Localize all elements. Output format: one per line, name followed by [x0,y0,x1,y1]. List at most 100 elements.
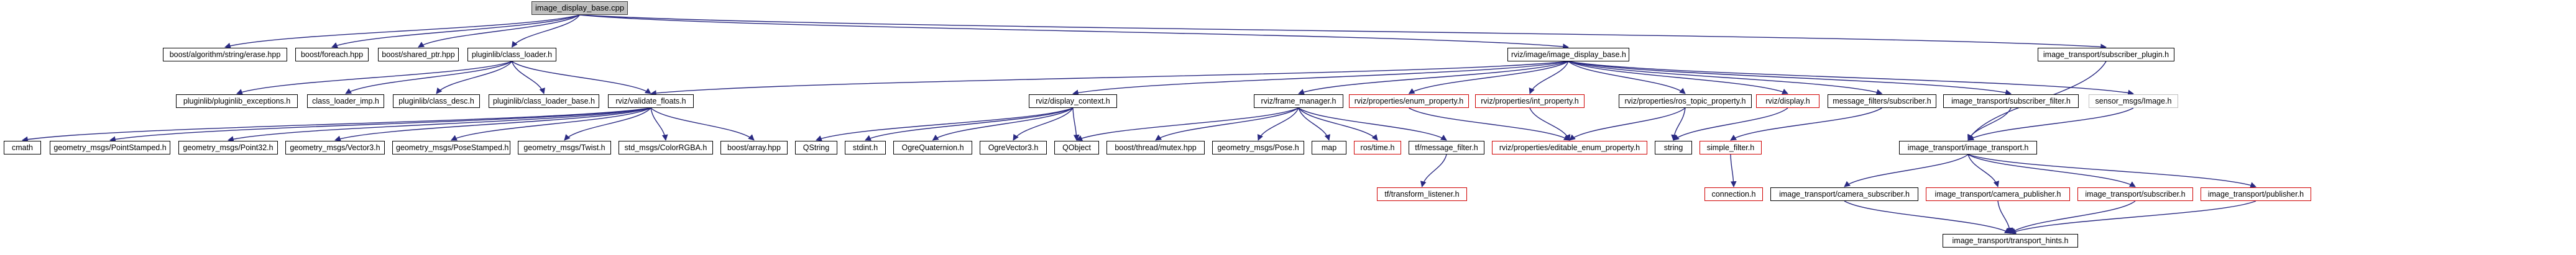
graph-node[interactable]: rviz/display_context.h [1029,94,1117,108]
graph-edge [1844,154,1969,187]
graph-edge [2010,200,2256,235]
graph-edge [1569,107,1686,141]
graph-edge [650,107,668,141]
graph-node[interactable]: boost/thread/mutex.hpp [1106,141,1205,154]
graph-node[interactable]: geometry_msgs/Vector3.h [285,141,385,154]
graph-node[interactable]: geometry_msgs/PointStamped.h [50,141,170,154]
graph-node[interactable]: image_transport/camera_subscriber.h [1770,187,1918,201]
graph-node[interactable]: rviz/validate_floats.h [608,94,694,108]
graph-edge [1997,200,2013,234]
graph-edge [512,61,651,94]
graph-node[interactable]: connection.h [1704,187,1763,201]
graph-edge [1967,107,2134,141]
graph-edge [109,107,651,143]
graph-edge [1409,107,1570,141]
graph-node[interactable]: pluginlib/class_desc.h [393,94,480,108]
graph-edge [418,14,580,48]
graph-edge [224,14,580,49]
graph-edge [1072,61,1569,96]
graph-edge [1155,107,1299,141]
graph-edge [511,14,581,48]
graph-edge [1844,200,2011,234]
graph-node[interactable]: geometry_msgs/Point32.h [178,141,278,154]
graph-edge [1076,107,1299,141]
graph-edge [579,14,2107,50]
graph-edge [564,107,651,141]
graph-node[interactable]: boost/array.hpp [720,141,788,154]
graph-node[interactable]: rviz/image/image_display_base.h [1507,48,1629,61]
graph-node[interactable]: geometry_msgs/Twist.h [518,141,611,154]
graph-edge [334,107,651,142]
graph-node[interactable]: geometry_msgs/PoseStamped.h [392,141,510,154]
graph-edge [650,107,755,141]
graph-node[interactable]: rviz/display.h [1756,94,1819,108]
graph-node[interactable]: rviz/properties/int_property.h [1475,94,1585,108]
graph-node[interactable]: geometry_msgs/Pose.h [1212,141,1304,154]
graph-edge [1673,107,1788,141]
graph-node[interactable]: rviz/properties/enum_property.h [1349,94,1469,108]
graph-node[interactable]: QObject [1054,141,1099,154]
graph-edge [1568,61,1686,94]
graph-node[interactable]: sensor_msgs/Image.h [2089,94,2178,108]
graph-node[interactable]: rviz/frame_manager.h [1254,94,1343,108]
graph-node[interactable]: QString [795,141,837,154]
graph-node[interactable]: message_filters/subscriber.h [1828,94,1936,108]
graph-node[interactable]: image_transport/publisher.h [2201,187,2311,201]
graph-node[interactable]: boost/shared_ptr.hpp [378,48,459,61]
graph-edge [1298,107,1378,141]
graph-edge [1257,107,1299,141]
graph-edge [865,107,1074,141]
graph-node[interactable]: tf/transform_listener.h [1377,187,1467,201]
graph-edge [1568,61,2134,96]
graph-node[interactable]: image_transport/transport_hints.h [1943,234,2078,248]
graph-node[interactable]: OgreQuaternion.h [893,141,972,154]
graph-edge [345,61,512,94]
graph-node[interactable]: map [1312,141,1346,154]
graph-node[interactable]: image_transport/camera_publisher.h [1926,187,2070,201]
graph-edge [1967,107,2012,141]
graph-edge [1730,154,1737,187]
graph-edge [932,107,1074,141]
graph-node[interactable]: pluginlib/pluginlib_exceptions.h [176,94,298,108]
graph-edge [2010,200,2136,234]
graph-edge [236,61,512,95]
graph-node[interactable]: image_transport/image_transport.h [1899,141,2037,154]
graph-edge [1568,61,1788,94]
graph-node[interactable]: image_transport/subscriber_filter.h [1943,94,2079,108]
graph-edge [1420,154,1447,187]
graph-node[interactable]: image_transport/subscriber_plugin.h [2038,48,2174,61]
graph-edge [228,107,651,142]
graph-edge [816,107,1074,141]
graph-node[interactable]: stdint.h [845,141,886,154]
graph-edge [1298,61,1569,95]
graph-node[interactable]: boost/foreach.hpp [295,48,369,61]
graph-node[interactable]: OgreVector3.h [980,141,1047,154]
graph-node[interactable]: rviz/properties/ros_topic_property.h [1619,94,1752,108]
graph-node[interactable]: simple_filter.h [1700,141,1762,154]
graph-edge [1408,61,1569,94]
graph-node[interactable]: image_transport/subscriber.h [2077,187,2193,201]
graph-node[interactable]: pluginlib/class_loader.h [467,48,556,61]
graph-node[interactable]: pluginlib/class_loader_base.h [489,94,599,108]
graph-node[interactable]: rviz/properties/editable_enum_property.h [1492,141,1647,154]
graph-edge [1529,107,1571,141]
graph-node[interactable]: class_loader_imp.h [307,94,384,108]
graph-root-node[interactable]: image_display_base.cpp [531,1,628,15]
graph-edge [1568,61,1883,96]
graph-node[interactable]: cmath [4,141,41,154]
graph-edge [1967,154,2256,188]
graph-edge [1072,107,1080,141]
graph-edge [1298,107,1331,141]
graph-edge [579,14,1569,50]
graph-edge [1967,154,2136,187]
graph-edge [650,61,1569,96]
graph-node[interactable]: ros/time.h [1354,141,1401,154]
graph-node[interactable]: string [1655,141,1692,154]
graph-edge [1529,61,1569,94]
graph-node[interactable]: tf/message_filter.h [1409,141,1484,154]
graph-node[interactable]: std_msgs/ColorRGBA.h [619,141,713,154]
graph-edge [1730,107,1882,141]
graph-edge [1298,107,1447,141]
graph-node[interactable]: boost/algorithm/string/erase.hpp [163,48,287,61]
